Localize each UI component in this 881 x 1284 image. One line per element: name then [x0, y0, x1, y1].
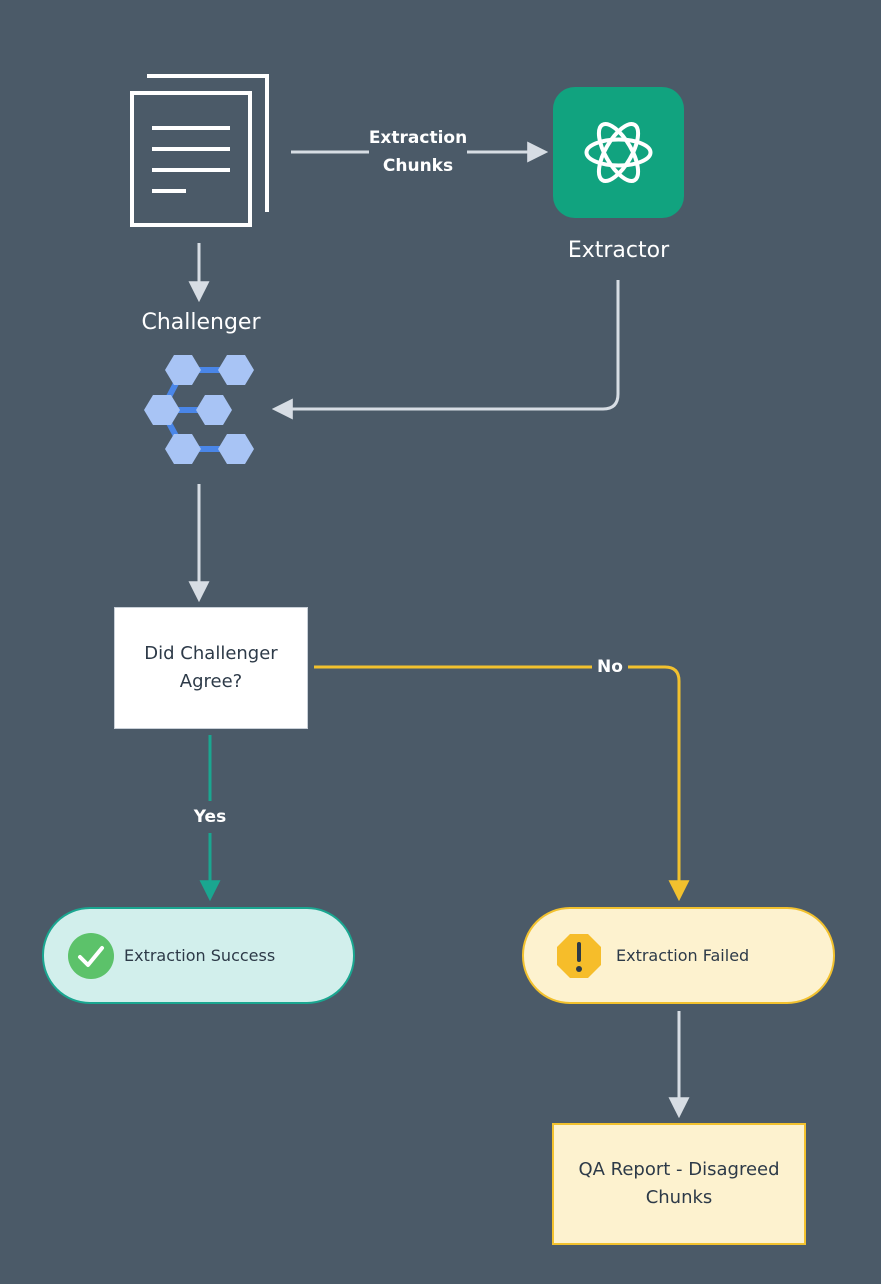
- document-icon: [130, 74, 269, 227]
- edge-label-no: No: [592, 653, 628, 681]
- hexagon-network-icon: [144, 355, 254, 464]
- warning-octagon-icon: [556, 933, 602, 979]
- extractor-label: Extractor: [567, 238, 670, 263]
- edge-decision-to-failed: [314, 665, 690, 902]
- openai-logo-icon: [553, 87, 684, 218]
- edge-label-extraction-chunks: Extraction Chunks: [368, 128, 468, 176]
- edge-extractor-to-challenger: [271, 280, 620, 420]
- check-circle-icon: [68, 932, 114, 979]
- extraction-failed-label: Extraction Failed: [616, 946, 750, 965]
- extraction-success-node: Extraction Success: [42, 907, 355, 1004]
- extraction-success-label: Extraction Success: [124, 946, 276, 965]
- qa-report-box: QA Report - Disagreed Chunks: [552, 1123, 806, 1245]
- challenger-label: Challenger: [141, 310, 261, 335]
- edge-label-yes: Yes: [193, 807, 227, 827]
- extraction-failed-node: Extraction Failed: [522, 907, 835, 1004]
- decision-box: Did Challenger Agree?: [114, 607, 308, 729]
